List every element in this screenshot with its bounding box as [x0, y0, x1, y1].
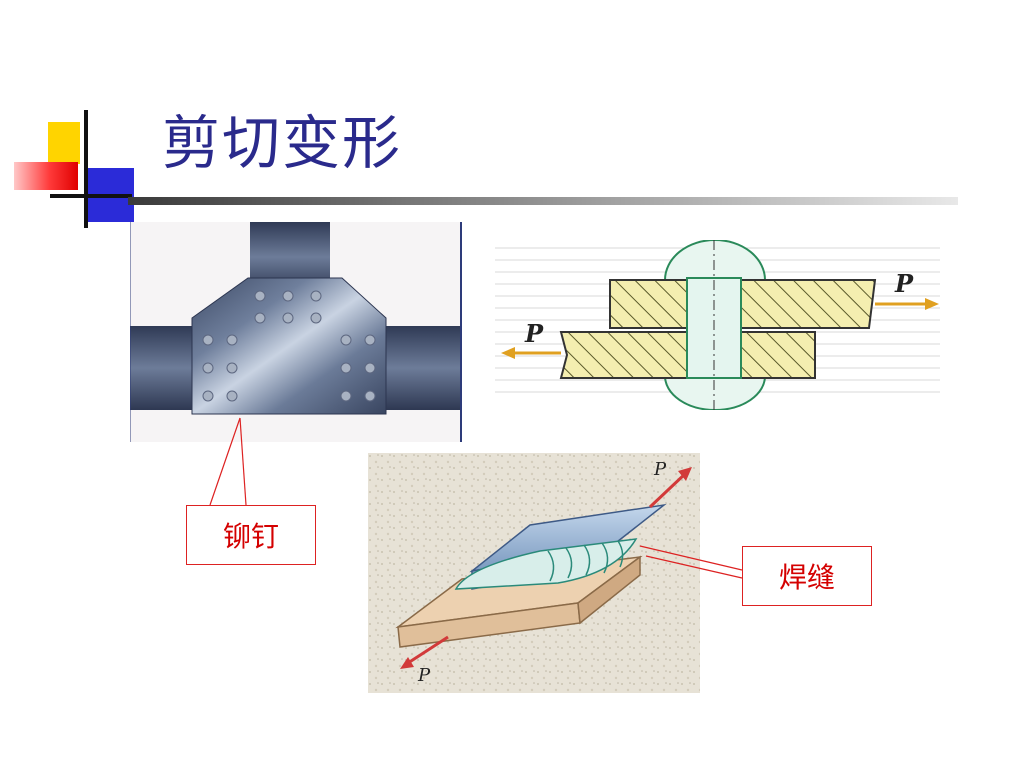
title-decoration-horizontal-line — [50, 194, 132, 198]
weld-joint-image: P P — [368, 453, 700, 693]
force-label-right: P — [894, 269, 914, 298]
force-label-bottom: P — [417, 665, 431, 686]
riveted-plate-image — [130, 222, 462, 442]
title-decoration-vertical-line — [84, 110, 88, 228]
rivet-cross-section-diagram: P P — [495, 240, 940, 410]
force-label-left: P — [524, 319, 544, 348]
rivet-label: 铆钉 — [186, 505, 316, 565]
slide-title: 剪切变形 — [162, 109, 403, 177]
title-decoration-yellow-square — [48, 122, 80, 164]
weld-label: 焊缝 — [742, 546, 872, 606]
force-label-top: P — [653, 459, 667, 480]
title-underline-rule — [128, 197, 958, 205]
title-decoration-red-bar — [14, 162, 78, 190]
rivet-holes — [202, 290, 376, 402]
